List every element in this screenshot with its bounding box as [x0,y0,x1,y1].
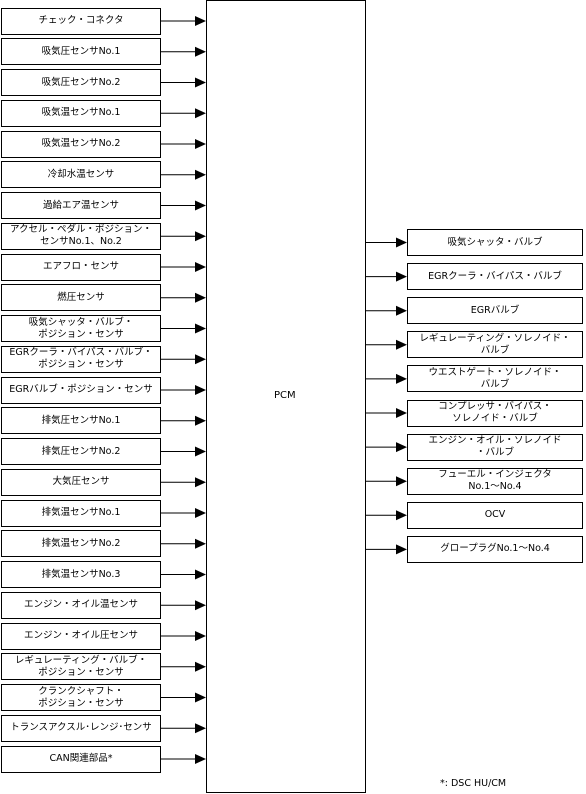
input-box: 排気温センサNo.2 [1,530,161,558]
input-arrow-arrowhead [195,754,206,764]
input-box: 冷却水温センサ [1,161,161,189]
output-arrow-arrowhead [396,271,407,282]
input-box: 排気圧センサNo.2 [1,438,161,465]
input-arrow-arrowhead [195,77,206,88]
input-arrow-arrowhead [195,538,206,549]
input-arrow-arrowhead [195,108,206,119]
footnote: *: DSC HU/CM [440,778,507,789]
input-box: エアフロ・センサ [1,253,161,281]
output-arrow-arrowhead [396,408,407,418]
output-box: OCV [407,501,583,529]
output-arrow-arrowhead [396,544,407,555]
input-box: 吸気温センサNo.2 [1,130,161,158]
input-box: アクセル・ペダル・ポジション・ センサNo.1、No.2 [1,222,161,250]
input-arrow-arrowhead [195,292,206,303]
input-box: 吸気温センサNo.1 [1,99,161,127]
input-arrow-arrowhead [195,692,206,703]
input-box: エンジン・オイル圧センサ [1,622,161,650]
input-arrow-arrowhead [195,231,206,242]
input-box: トランスアクスル･レンジ･センサ [1,714,161,742]
input-arrow-arrowhead [195,169,206,180]
output-box: グロープラグNo.1〜No.4 [407,535,583,563]
input-box: 排気温センサNo.1 [1,499,161,527]
output-box: コンプレッサ・バイパス・ ソレノイド・バルブ [407,399,583,427]
input-box: エンジン・オイル温センサ [1,591,161,619]
input-arrow-arrowhead [195,723,206,734]
input-box: 排気温センサNo.3 [1,561,161,588]
input-box: 吸気圧センサNo.2 [1,69,161,96]
input-box: レギュレーティング・バルブ・ ポジション・センサ [1,653,161,681]
pcm-box [206,0,366,793]
input-box: 排気圧センサNo.1 [1,407,161,435]
output-box: 吸気シャッタ・バルブ [407,229,583,256]
input-arrow-arrowhead [195,415,206,426]
input-arrow-arrowhead [195,569,206,580]
input-arrow-arrowhead [195,508,206,518]
input-box: 吸気圧センサNo.1 [1,38,161,66]
output-box: レギュレーティング・ソレノイド・ バルブ [407,331,583,359]
input-arrow-arrowhead [195,262,206,272]
input-arrow-arrowhead [195,631,206,641]
input-arrow-arrowhead [195,200,206,211]
input-arrow-arrowhead [195,446,206,457]
input-box: チェック・コネクタ [1,7,161,35]
input-box: EGRクーラ・バイパス・バルブ・ ポジション・センサ [1,345,161,373]
output-arrow-arrowhead [396,373,407,384]
input-arrow-arrowhead [195,16,206,26]
input-arrow-arrowhead [195,46,206,57]
input-arrow-arrowhead [195,385,206,395]
output-box: フューエル・インジェクタ No.1〜No.4 [407,467,583,495]
input-box: 燃圧センサ [1,284,161,312]
output-arrow-arrowhead [396,237,407,248]
input-box: EGRバルブ・ポジション・センサ [1,376,161,404]
output-arrow-arrowhead [396,305,407,316]
input-arrow-arrowhead [195,661,206,672]
output-box: EGRクーラ・バイパス・バルブ [407,263,583,291]
input-arrow-arrowhead [195,600,206,611]
output-box: ウエストゲート・ソレノイド・ バルブ [407,365,583,393]
input-box: クランクシャフト・ ポジション・センサ [1,684,161,711]
output-arrow-arrowhead [396,476,407,487]
input-box: CAN関連部品* [1,745,161,773]
input-arrow-arrowhead [195,139,206,149]
output-arrow-arrowhead [396,442,407,453]
output-arrow-arrowhead [396,339,407,350]
output-box: EGRバルブ [407,297,583,325]
output-box: エンジン・オイル・ソレノイド ・バルブ [407,433,583,461]
input-arrow-arrowhead [195,477,206,488]
input-box: 大気圧センサ [1,468,161,496]
output-arrow-arrowhead [396,510,407,521]
input-box: 過給エア温センサ [1,192,161,219]
pcm-label: PCM [274,390,296,401]
input-box: 吸気シャッタ・バルブ・ ポジション・センサ [1,315,161,342]
input-arrow-arrowhead [195,354,206,365]
input-arrow-arrowhead [195,323,206,334]
